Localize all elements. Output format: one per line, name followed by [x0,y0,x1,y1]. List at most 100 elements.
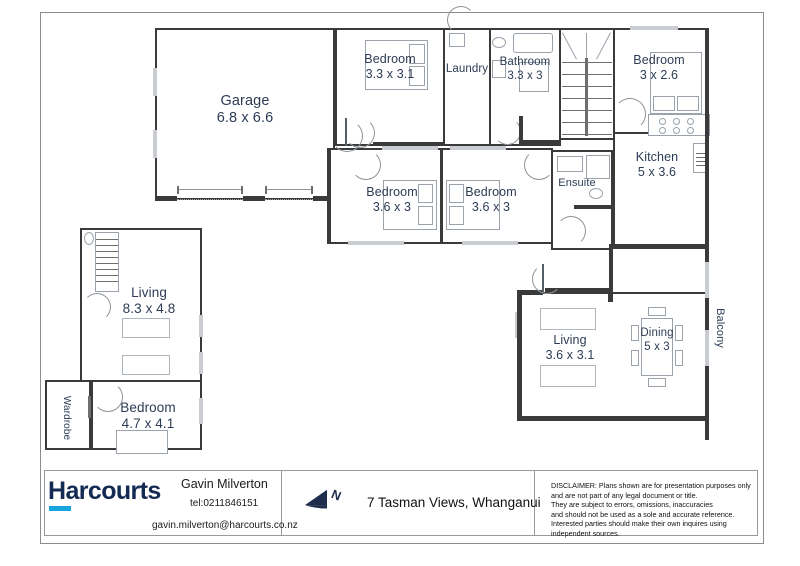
label-bathroom: Bathroom 3.3 x 3 [488,56,562,83]
bathroom-door-arc [494,118,521,145]
hall-wall-vertical [609,244,613,292]
wardrobe-divider-wall [89,380,93,450]
house-left-wall-living2 [517,290,522,420]
garage-window-left-2 [153,130,157,158]
balcony-rail-1 [705,262,709,298]
living2-door-leaf [542,264,544,292]
bedroom-3-window [382,146,438,150]
cooktop-burners [659,118,699,134]
bed-4-pillow-a [449,184,464,203]
disclaimer-line-4: and should not be used as a sole and acc… [551,509,735,519]
label-bedroom-5-dimensions: 4.7 x 4.1 [121,415,175,431]
ensuite-toilet [589,188,603,199]
label-bathroom-dimensions: 3.3 x 3 [507,69,543,82]
bedroom-2-window [630,26,678,30]
bedroom-4-window [450,146,506,150]
north-arrow-icon: N [304,486,343,509]
label-living-2-dimensions: 3.6 x 3.1 [545,347,595,362]
label-living-main-dimensions: 8.3 x 4.8 [122,300,176,316]
label-bedroom-2: Bedroom 3 x 2.6 [613,53,705,83]
disclaimer-line-3: They are subject to errors, omissions, i… [551,500,713,509]
bathroom-shower [519,62,549,92]
bedroom-5-window [199,398,203,424]
dining-chair-left-1 [631,325,639,341]
label-garage-dimensions: 6.8 x 6.6 [216,110,274,127]
bed-1-pillow-b [409,66,425,86]
balcony-rail-2 [705,330,709,366]
label-ensuite-name: Ensuite [558,177,596,189]
ensuite-shower [586,155,610,179]
living-stairs [95,232,119,292]
bed-4-pillow-b [449,206,464,225]
footer-separator-2 [534,470,536,536]
footer-bar [44,470,758,536]
disclaimer-line-2: and are not part of any legal document o… [551,490,698,500]
disclaimer-text: DISCLAIMER: Plans shown are for presenta… [551,481,756,538]
agent-phone[interactable]: tel:0211846151 [190,498,259,509]
label-bedroom-4-name: Bedroom [465,185,517,199]
harcourts-logo-accent-bar [49,506,71,511]
garage-door-post-4 [311,186,313,194]
house-bottom-wall-right [517,416,709,421]
label-dining: Dining 5 x 3 [634,327,680,354]
bedroom-3-window-bottom [348,241,404,245]
bed-3-pillow-a [418,184,433,203]
label-balcony-name: Balcony [714,308,726,348]
label-garage-name: Garage [220,93,270,109]
living2-top-wall-right [545,288,612,293]
kitchen-bottom-wall [609,244,709,249]
label-bathroom-name: Bathroom [499,56,551,68]
label-bedroom-5: Bedroom 4.7 x 4.1 [98,400,198,432]
label-living-2: Living 3.6 x 3.1 [527,333,613,363]
disclaimer-line-1: DISCLAIMER: Plans shown are for presenta… [551,481,751,490]
label-dining-dimensions: 5 x 3 [644,340,670,353]
living2-top-wall-return [608,288,613,302]
living-main-window-r2 [199,352,203,374]
label-kitchen-name: Kitchen [635,150,679,164]
bedroom-5-door-arc [93,382,123,412]
label-laundry-name: Laundry [445,63,489,75]
bed-2-pillow-a [653,96,675,111]
footer-separator-1 [281,470,283,536]
ensuite-divider [574,205,612,209]
label-bedroom-5-name: Bedroom [120,400,176,415]
dining-table [641,318,673,376]
bathroom-inner-wall [519,116,523,144]
bathroom-bath [513,33,553,53]
agent-email[interactable]: gavin.milverton@harcourts.co.nz [152,520,298,531]
label-bedroom-2-dimensions: 3 x 2.6 [639,67,679,82]
bathroom-vanity [492,60,506,78]
disclaimer-line-6: independent sources. [551,528,620,538]
hall-door-arc [331,120,363,152]
garage-window-left-1 [153,68,157,96]
bed-3-pillow-b [418,206,433,225]
kitchen-sink-lines [696,153,706,169]
disclaimer-line-5: Interested parties should make their own… [551,519,727,528]
label-bedroom-2-name: Bedroom [633,53,685,67]
label-kitchen: Kitchen 5 x 3.6 [612,150,702,180]
bedroom-1-door-arc [345,118,375,148]
garage-door-jamb-1 [155,196,177,201]
bed-2-pillow-b [677,96,699,111]
label-living-main-name: Living [131,285,167,300]
bedroom-4-window-bottom [462,241,518,245]
living2-top-wall-left [517,290,543,295]
label-bedroom-1-name: Bedroom [364,52,416,66]
property-address: 7 Tasman Views, Whanganui [367,495,541,510]
label-bedroom-4-dimensions: 3.6 x 3 [471,199,511,214]
garage-door-post-1 [177,186,179,194]
label-bedroom-3-name: Bedroom [366,185,418,199]
label-bedroom-1: Bedroom 3.3 x 3.1 [338,52,442,82]
bathroom-bottom-wall [519,140,561,144]
bedroom-4-door-arc [524,150,554,180]
ensuite-vanity [557,156,583,172]
label-laundry: Laundry [418,63,516,77]
garage-door-post-3 [265,186,267,194]
garage-door-jamb-3 [313,196,335,201]
stair-winder-lines [562,32,612,63]
house-right-wall-upper [705,28,709,152]
ensuite-door-arc [556,216,586,246]
laundry-door-arc [447,6,475,34]
bathroom-toilet [492,37,506,48]
